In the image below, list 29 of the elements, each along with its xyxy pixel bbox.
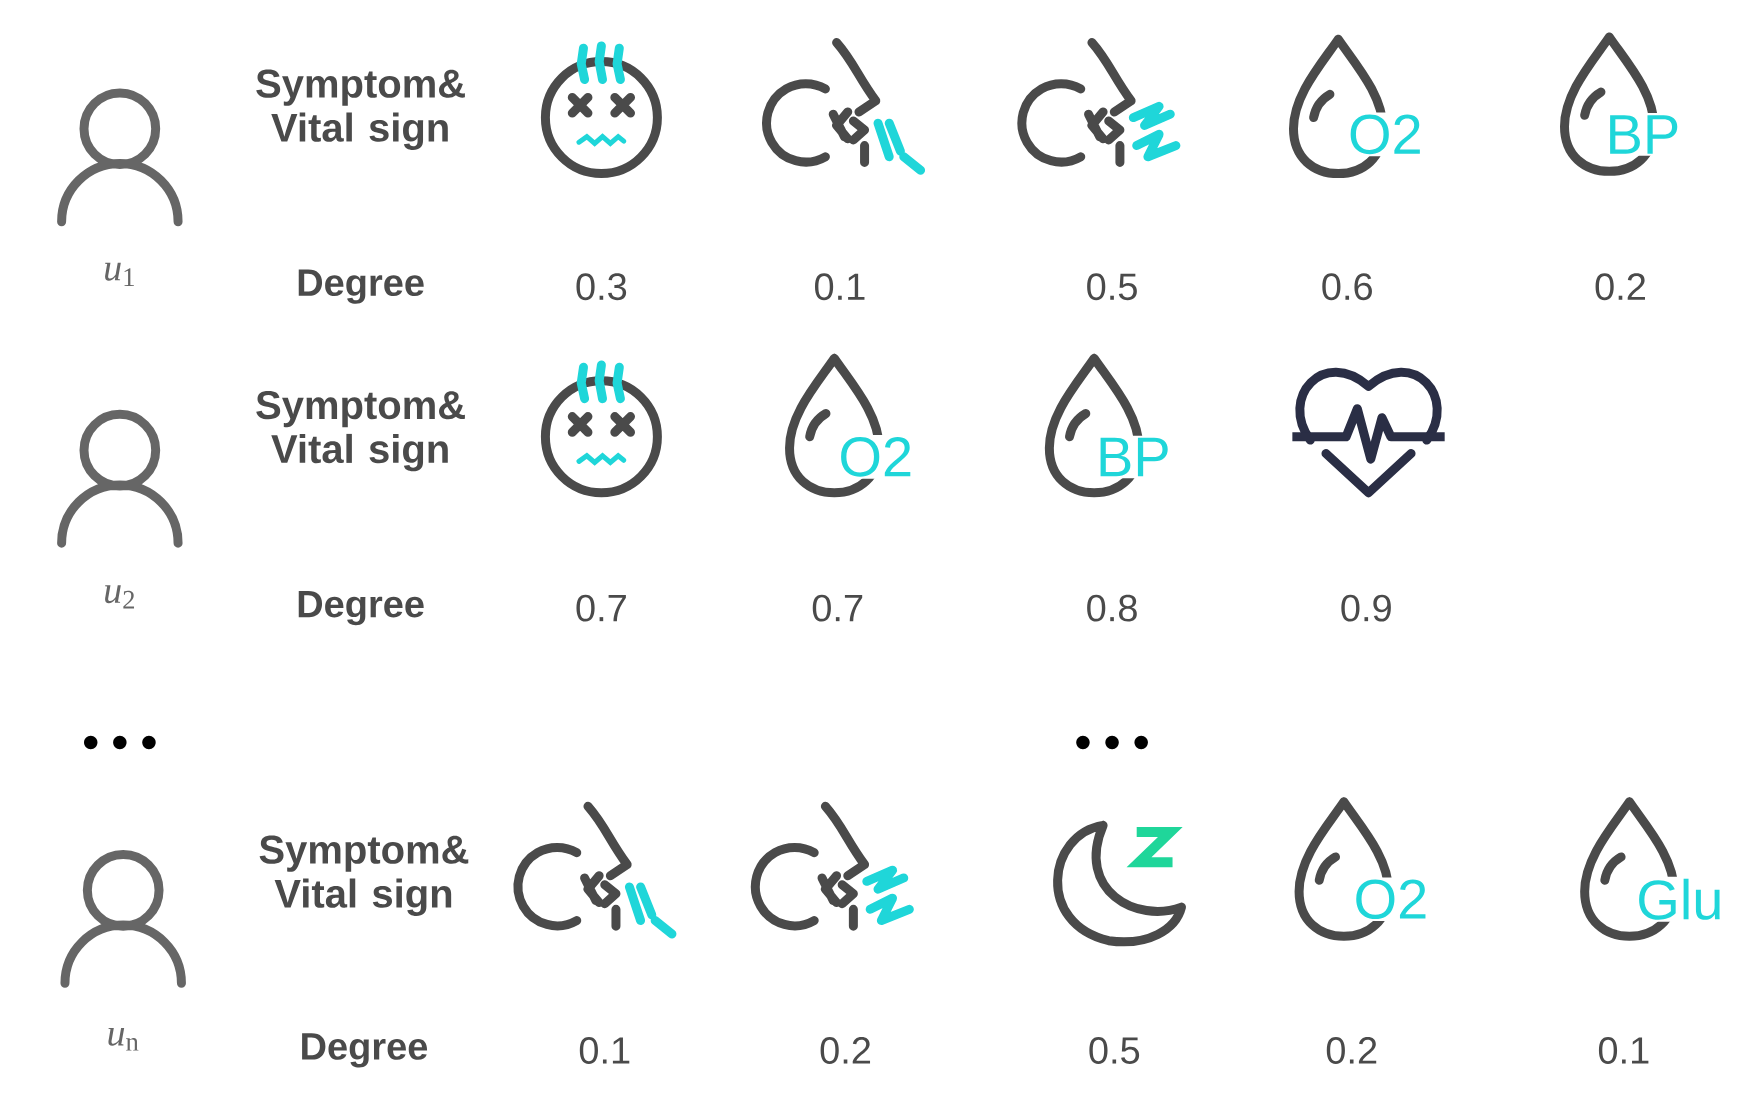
degree-value: 0.6 (1322, 273, 1372, 300)
row-heading: Degree (302, 1033, 428, 1068)
row-heading: Degree (298, 269, 424, 304)
icon-label: O2 (836, 434, 916, 479)
icon-label: BP (1603, 112, 1683, 156)
degree-value: 0.2 (1595, 273, 1645, 300)
row-heading: Symptom& Vital sign (256, 69, 465, 150)
icon-label: BP (1094, 435, 1173, 478)
degree-value: 0.9 (1341, 594, 1391, 622)
degree-value: 0.2 (1326, 1036, 1377, 1064)
degree-value: 0.1 (579, 1036, 630, 1064)
user-label: u$_{n}$ (108, 1027, 139, 1051)
icon-label: Glu (1634, 876, 1726, 922)
degree-value: 0.1 (1598, 1036, 1649, 1064)
user-label: u$_{1}$ (105, 262, 134, 286)
degree-value: 0.5 (1089, 1036, 1140, 1064)
row-heading: Symptom& Vital sign (259, 835, 469, 916)
degree-value: 0.7 (812, 594, 863, 622)
degree-value: 0.1 (815, 273, 865, 300)
icon-label: O2 (1345, 112, 1425, 156)
degree-value: 0.5 (1087, 273, 1137, 300)
degree-value: 0.2 (820, 1036, 871, 1064)
degree-value: 0.3 (576, 273, 627, 300)
row-heading: Symptom& Vital sign (256, 390, 465, 472)
row-heading: Degree (298, 590, 424, 625)
user-label: u$_{2}$ (105, 585, 134, 609)
icon-label: O2 (1351, 877, 1431, 921)
degree-value: 0.7 (576, 594, 626, 622)
degree-value: 0.8 (1087, 594, 1137, 622)
